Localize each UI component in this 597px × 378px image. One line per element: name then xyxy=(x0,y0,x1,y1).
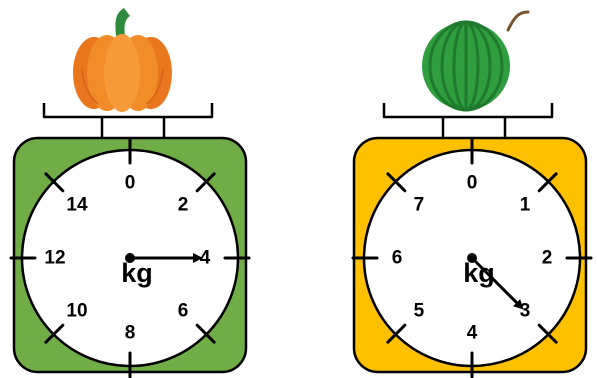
dial-tick xyxy=(537,323,558,344)
dial-number: 5 xyxy=(414,301,425,322)
dial-number: 7 xyxy=(414,194,425,215)
pumpkin-icon xyxy=(73,8,172,112)
dial-number: 8 xyxy=(125,323,136,344)
dial-number: 0 xyxy=(467,173,478,194)
unit-label: kg xyxy=(463,258,495,288)
watermelon-icon xyxy=(422,10,530,112)
dial-number: 12 xyxy=(44,248,65,269)
pumpkin-scale: 0 2 4 6 8 10 12 14 kg xyxy=(9,8,251,378)
dial-tick xyxy=(44,172,65,193)
dial-number: 10 xyxy=(66,301,87,322)
dial-1: 0 1 2 3 4 5 6 7 kg xyxy=(351,137,593,378)
dial-tick xyxy=(386,323,407,344)
dial-number: 2 xyxy=(178,194,189,215)
dial-number: 14 xyxy=(66,194,88,215)
needle-pivot xyxy=(467,253,477,263)
needle xyxy=(470,256,524,310)
dial-number: 1 xyxy=(520,194,531,215)
dial-tick xyxy=(386,172,407,193)
needle-pivot xyxy=(125,253,135,263)
dial-number: 6 xyxy=(178,301,189,322)
dial-number: 4 xyxy=(200,248,211,269)
scale-platform xyxy=(42,103,214,138)
dial-0: 0 2 4 6 8 10 12 14 kg xyxy=(9,137,251,378)
unit-label: kg xyxy=(121,258,153,288)
watermelon-scale: 0 1 2 3 4 5 6 7 kg xyxy=(351,10,593,378)
dial-number: 0 xyxy=(125,173,136,194)
dial-tick xyxy=(44,323,65,344)
dial-number: 4 xyxy=(467,323,478,344)
scale-platform xyxy=(382,103,554,138)
dial-number: 3 xyxy=(520,301,531,322)
dial-tick xyxy=(537,172,558,193)
dial-tick xyxy=(195,323,216,344)
dial-tick xyxy=(195,172,216,193)
dial-number: 2 xyxy=(542,248,553,269)
dial-number: 6 xyxy=(392,248,403,269)
